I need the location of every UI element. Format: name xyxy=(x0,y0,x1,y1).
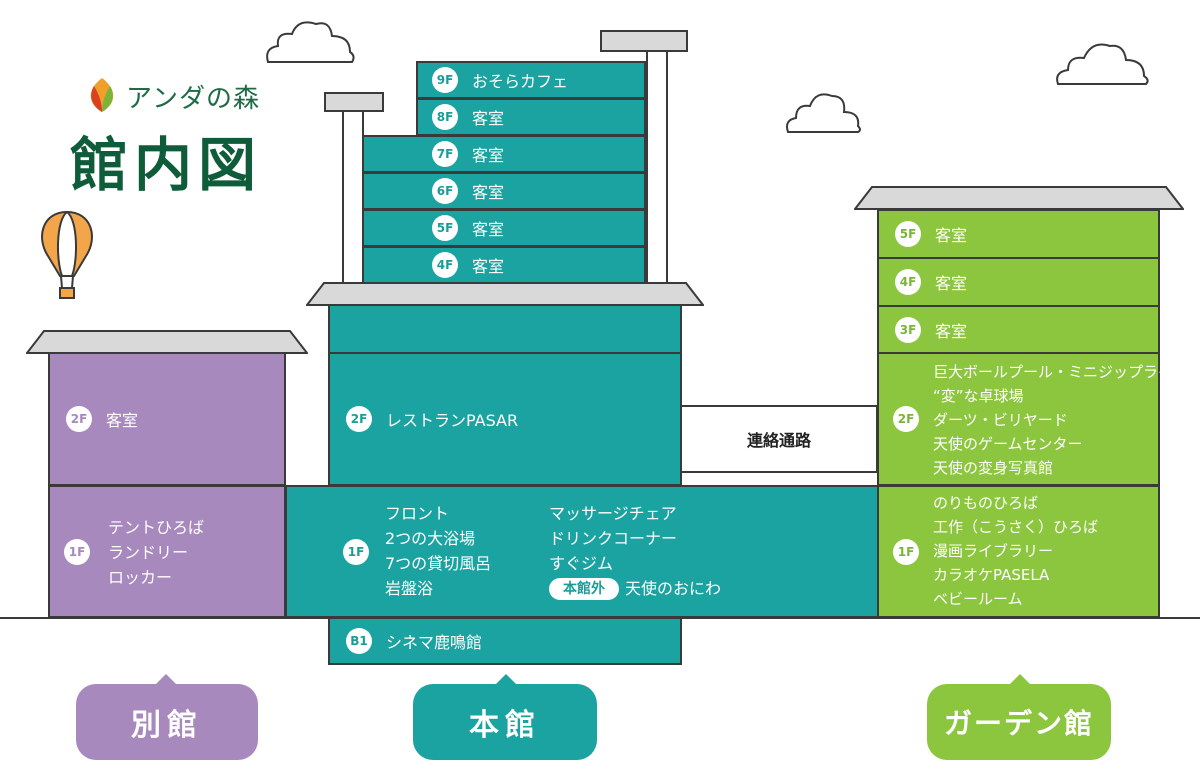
floor-label: 客室 xyxy=(472,109,505,128)
pill-notch xyxy=(1008,674,1032,686)
bekkan-roof xyxy=(26,330,308,354)
bekkan-name-label[interactable]: 別館 xyxy=(76,684,258,760)
facility-item: 天使のゲームセンター xyxy=(933,435,1083,453)
floor-badge: 1F xyxy=(64,539,90,565)
floor-label: シネマ鹿鳴館 xyxy=(386,633,483,652)
floor-label: レストランPASAR xyxy=(386,411,519,430)
facility-item: ランドリー xyxy=(108,543,189,562)
facility-item: のりものひろば xyxy=(933,494,1039,512)
floor-label: 客室 xyxy=(472,146,505,165)
garden-2f-list: 巨大ボールプール・ミニジップライン “変”な卓球場 ダーツ・ビリヤード 天使のゲ… xyxy=(933,360,1188,480)
honkan-floor-4f[interactable]: 4F 客室 xyxy=(362,246,646,284)
garden-floor-3f[interactable]: 3F 客室 xyxy=(877,305,1160,354)
facility-item: 7つの貸切風呂 xyxy=(385,554,492,573)
cloud-icon xyxy=(786,93,861,133)
honkan-floor-b1[interactable]: B1 シネマ鹿鳴館 xyxy=(328,617,682,665)
facility-item: マッサージチェア xyxy=(549,504,677,523)
facility-item: 岩盤浴 xyxy=(385,579,434,598)
outside-row: 本館外 天使のおにわ xyxy=(549,576,721,601)
garden-roof xyxy=(854,186,1184,210)
garden-floor-2f[interactable]: 2F 巨大ボールプール・ミニジップライン “変”な卓球場 ダーツ・ビリヤード 天… xyxy=(877,352,1188,486)
leaf-logo-icon xyxy=(90,78,114,112)
floor-badge: 3F xyxy=(895,316,921,343)
facility-item: 工作（こうさく）ひろば xyxy=(933,518,1099,536)
chimney-cap xyxy=(600,30,688,52)
floor-badge: 9F xyxy=(432,67,458,93)
honkan-floor-6f[interactable]: 6F 客室 xyxy=(362,172,646,210)
floor-badge: 2F xyxy=(893,406,919,432)
corridor[interactable]: 連絡通路 xyxy=(680,405,878,473)
facility-item: ロッカー xyxy=(108,568,173,587)
facility-item: 天使のおにわ xyxy=(625,579,722,598)
floor-badge: B1 xyxy=(346,628,372,654)
honkan-floor-1f[interactable]: 1F フロント 2つの大浴場 7つの貸切風呂 岩盤浴 マッサージチェア ドリンク… xyxy=(285,485,879,618)
floor-label: 客室 xyxy=(472,183,505,202)
floor-label: 客室 xyxy=(935,274,968,293)
facility-item: 天使の変身写真館 xyxy=(933,459,1054,477)
facility-item: 2つの大浴場 xyxy=(385,529,476,548)
floor-badge: 4F xyxy=(895,269,921,295)
honkan-upper-block xyxy=(328,304,682,354)
corridor-label: 連絡通路 xyxy=(746,431,811,450)
floor-badge: 4F xyxy=(432,252,458,278)
facility-item: カラオケPASELA xyxy=(933,566,1050,584)
floor-label: 客室 xyxy=(472,220,505,239)
honkan-floor-9f[interactable]: 9F おそらカフェ xyxy=(416,61,646,99)
floor-badge: 2F xyxy=(66,406,92,432)
facility-item: 巨大ボールプール・ミニジップライン xyxy=(933,363,1189,381)
floor-label: 客室 xyxy=(935,226,968,245)
floor-badge: 5F xyxy=(895,221,921,247)
chimney xyxy=(646,50,668,288)
bekkan-1f-list: テントひろば ランドリー ロッカー xyxy=(108,515,204,590)
floor-badge: 2F xyxy=(346,406,372,432)
floor-badge: 6F xyxy=(432,178,458,204)
floor-label: 客室 xyxy=(935,321,968,341)
garden-floor-1f[interactable]: 1F のりものひろば 工作（こうさく）ひろば 漫画ライブラリー カラオケPASE… xyxy=(877,485,1160,618)
outside-tag: 本館外 xyxy=(549,577,619,600)
garden-floor-5f[interactable]: 5F 客室 xyxy=(877,209,1160,259)
garden-name-label[interactable]: ガーデン館 xyxy=(927,684,1111,760)
facility-item: フロント xyxy=(385,504,450,523)
floor-badge: 5F xyxy=(432,215,458,241)
pill-notch xyxy=(494,674,518,686)
bekkan-floor-1f[interactable]: 1F テントひろば ランドリー ロッカー xyxy=(48,485,286,618)
floor-badge: 7F xyxy=(432,141,458,167)
facility-item: ドリンクコーナー xyxy=(549,529,678,548)
facility-item: 漫画ライブラリー xyxy=(933,542,1054,560)
floor-label: おそらカフェ xyxy=(472,72,569,91)
floor-label: 客室 xyxy=(106,411,139,430)
chimney xyxy=(342,108,364,288)
honkan-roof xyxy=(306,282,704,306)
honkan-1f-col1: フロント 2つの大浴場 7つの貸切風呂 岩盤浴 xyxy=(385,501,491,601)
floor-label: 客室 xyxy=(472,257,505,276)
facility-item: “変”な卓球場 xyxy=(933,387,1024,405)
honkan-floor-7f[interactable]: 7F 客室 xyxy=(362,135,646,173)
honkan-floor-5f[interactable]: 5F 客室 xyxy=(362,209,646,247)
floor-badge: 1F xyxy=(893,539,919,565)
floor-badge: 8F xyxy=(432,104,458,130)
honkan-floor-8f[interactable]: 8F 客室 xyxy=(416,98,646,136)
floor-badge: 1F xyxy=(343,539,369,565)
chimney-cap xyxy=(324,92,384,112)
garden-floor-4f[interactable]: 4F 客室 xyxy=(877,257,1160,307)
cloud-icon xyxy=(1056,43,1149,85)
pill-notch xyxy=(154,674,178,686)
garden-1f-list: のりものひろば 工作（こうさく）ひろば 漫画ライブラリー カラオケPASELA … xyxy=(933,491,1098,611)
honkan-floor-2f[interactable]: 2F レストランPASAR xyxy=(328,352,682,486)
facility-item: すぐジム xyxy=(549,554,614,573)
facility-item: ダーツ・ビリヤード xyxy=(933,411,1068,429)
bekkan-floor-2f[interactable]: 2F 客室 xyxy=(48,352,286,486)
page-title: 館内図 xyxy=(70,131,263,199)
logo-text: アンダの森 xyxy=(126,84,260,114)
facility-item: テントひろば xyxy=(108,518,205,537)
honkan-1f-col2: マッサージチェア ドリンクコーナー すぐジム 本館外 天使のおにわ xyxy=(549,501,721,601)
cloud-icon xyxy=(266,21,355,63)
honkan-name-label[interactable]: 本館 xyxy=(413,684,597,760)
facility-item: ベビールーム xyxy=(933,590,1023,608)
hot-air-balloon-icon xyxy=(41,210,93,299)
